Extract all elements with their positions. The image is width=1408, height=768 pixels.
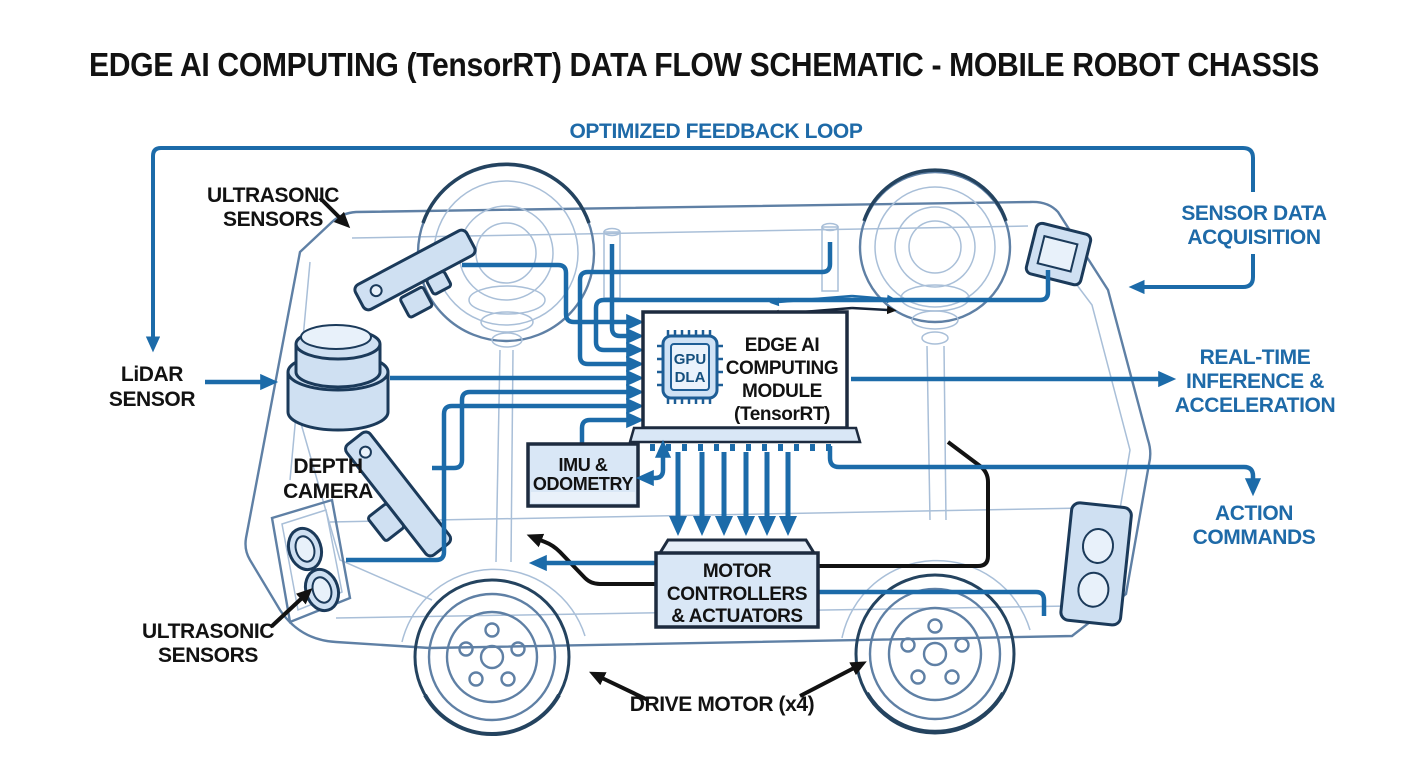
edge-ai-module-box: GPU DLA EDGE AI COMPUTING MODULE (Tensor… (628, 310, 862, 451)
label-lidar-sensor: LiDAR SENSOR (109, 363, 196, 411)
svg-text:DEPTH: DEPTH (293, 455, 362, 478)
ultrasonic-array-left (270, 498, 352, 624)
imu-line1: IMU & (559, 455, 608, 475)
corner-sensor-block (1024, 221, 1093, 287)
svg-text:INFERENCE &: INFERENCE & (1186, 370, 1324, 393)
motor-line3: & ACTUATORS (671, 606, 802, 627)
edge-ai-line1: EDGE AI (745, 335, 820, 356)
gpu-dla-chip-icon (657, 330, 723, 404)
svg-text:ULTRASONIC: ULTRASONIC (207, 184, 339, 207)
edge-ai-line4: (TensorRT) (734, 404, 830, 425)
motor-controllers-box: MOTOR CONTROLLERS & ACTUATORS (654, 538, 820, 629)
wheel-rear-right (858, 168, 1012, 521)
wheel-front-right (854, 573, 1016, 735)
motor-line1: MOTOR (703, 561, 772, 582)
label-ultrasonic-sensors-top: ULTRASONIC SENSORS (207, 184, 340, 231)
imu-line2: ODOMETRY (533, 474, 634, 494)
svg-text:ULTRASONIC: ULTRASONIC (142, 620, 274, 643)
feedback-loop-path (153, 146, 1255, 338)
chassis-outline (244, 200, 1152, 650)
motor-command-arrows (668, 452, 797, 536)
svg-text:SENSORS: SENSORS (158, 644, 258, 667)
lidar-sensor (286, 324, 390, 432)
svg-text:SENSORS: SENSORS (223, 208, 323, 231)
label-sensor-data-acquisition: SENSOR DATA ACQUISITION (1181, 202, 1327, 249)
svg-text:LiDAR: LiDAR (121, 363, 183, 386)
chip-label-gpu: GPU (674, 351, 707, 368)
label-real-time-inference: REAL-TIME INFERENCE & ACCELERATION (1175, 346, 1336, 417)
ultrasonic-array-right (1059, 501, 1133, 627)
label-arrows (205, 196, 1262, 702)
depth-camera (344, 430, 453, 558)
edge-ai-line2: COMPUTING (726, 358, 839, 379)
svg-text:COMMANDS: COMMANDS (1193, 526, 1316, 549)
svg-text:ACCELERATION: ACCELERATION (1175, 394, 1335, 417)
sensor-input-wires (346, 242, 1051, 563)
svg-text:REAL-TIME: REAL-TIME (1200, 346, 1311, 369)
page-title: EDGE AI COMPUTING (TensorRT) DATA FLOW S… (89, 46, 1319, 83)
wheel-front-left (413, 578, 571, 736)
motor-line2: CONTROLLERS (667, 584, 807, 605)
svg-text:ACQUISITION: ACQUISITION (1187, 226, 1320, 249)
label-action-commands: ACTION COMMANDS (1193, 502, 1317, 549)
imu-odometry-box: IMU & ODOMETRY (526, 439, 672, 508)
svg-text:CAMERA: CAMERA (283, 480, 373, 503)
label-ultrasonic-sensors-bottom: ULTRASONIC SENSORS (142, 620, 275, 667)
edge-ai-line3: MODULE (742, 381, 822, 402)
label-drive-motor: DRIVE MOTOR (x4) (630, 693, 815, 716)
imu-exchange-arrow (635, 439, 672, 487)
module-pin-row (650, 444, 831, 451)
svg-text:ACTION: ACTION (1215, 502, 1293, 525)
chip-label-dla: DLA (675, 369, 706, 386)
svg-text:SENSOR DATA: SENSOR DATA (1181, 202, 1327, 225)
robot-chassis-illustration (244, 162, 1152, 736)
label-optimized-feedback-loop: OPTIMIZED FEEDBACK LOOP (570, 120, 863, 143)
chassis-posts (603, 222, 839, 299)
svg-text:SENSOR: SENSOR (109, 388, 196, 411)
ultrasonic-bar (353, 228, 477, 319)
label-depth-camera: DEPTH CAMERA (283, 455, 373, 503)
